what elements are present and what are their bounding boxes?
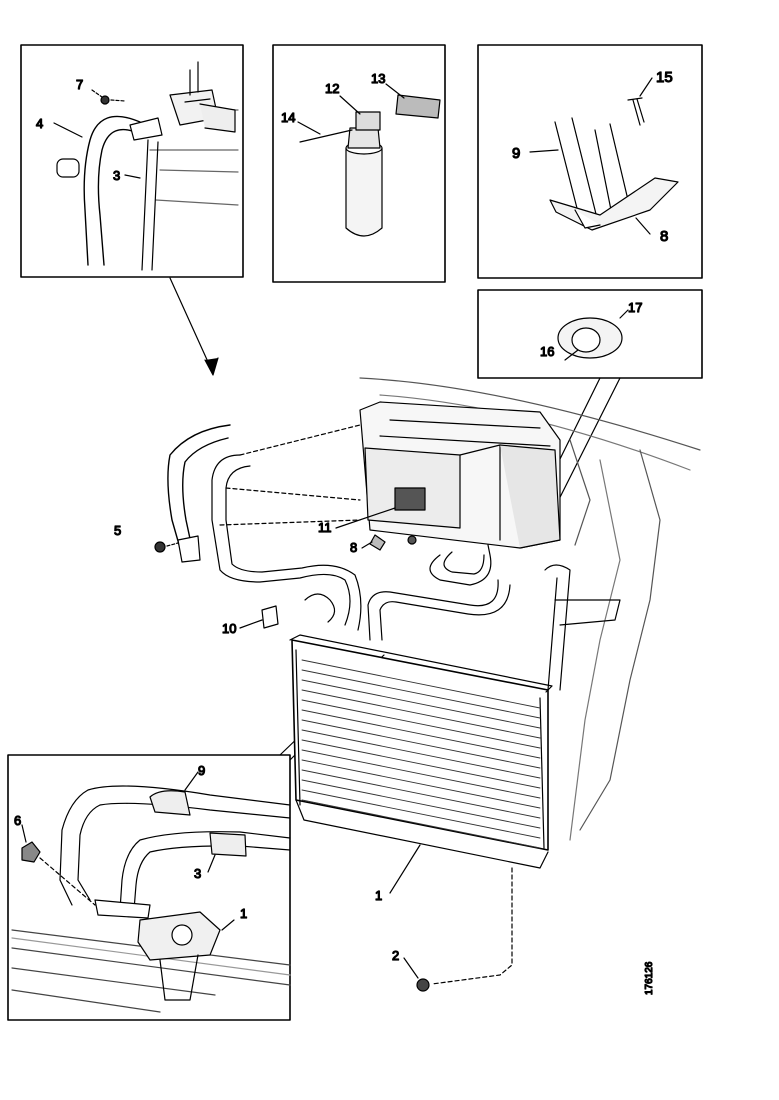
condenser-fin: [301, 769, 541, 819]
callout-10: 10: [222, 621, 236, 636]
leader-8-main: [361, 541, 373, 549]
callout-14: 14: [281, 110, 295, 125]
callout-3-inset: 3: [194, 866, 201, 881]
callout-4: 4: [36, 116, 43, 131]
condenser-fin: [301, 689, 541, 739]
callout-13: 13: [371, 71, 385, 86]
leader-11: [335, 507, 396, 529]
callout-2: 2: [392, 948, 399, 963]
callout-5: 5: [114, 523, 121, 538]
inset-frame-receiver-drier: [272, 44, 446, 283]
callout-7: 7: [76, 77, 83, 92]
condenser-fin: [301, 739, 541, 789]
callout-12: 12: [325, 81, 339, 96]
inset-frame-bracket: [477, 44, 703, 279]
condenser-fin: [301, 659, 541, 709]
callout-11: 11: [318, 520, 332, 535]
condenser-fin: [301, 759, 541, 809]
inset-frame-hose-fitting: [20, 44, 244, 278]
condenser-fin: [301, 679, 541, 729]
callout-6: 6: [14, 813, 21, 828]
condenser-fin: [301, 709, 541, 759]
condenser-fins: [301, 659, 541, 849]
condenser-fin: [301, 789, 541, 839]
condenser-fin: [301, 779, 541, 829]
main-assembly: [154, 377, 701, 869]
condenser-fin: [301, 719, 541, 769]
condenser-fin: [301, 669, 541, 719]
callout-1-main: 1: [375, 888, 382, 903]
callout-17: 17: [628, 300, 642, 315]
condenser-fin: [301, 799, 541, 849]
callout-15: 15: [656, 69, 673, 86]
callout-8-top: 8: [660, 228, 668, 245]
callout-3-top: 3: [113, 168, 120, 183]
pointer-arrow: [169, 277, 219, 376]
leader-1-main: [389, 844, 421, 894]
condenser-fin: [301, 749, 541, 799]
condenser-fin: [301, 699, 541, 749]
condenser-fin: [301, 729, 541, 779]
callout-9-top: 9: [512, 145, 520, 162]
callout-16: 16: [540, 344, 554, 359]
inset-frame-condenser-fitting: [7, 754, 291, 1021]
callout-9-inset: 9: [198, 763, 205, 778]
leader-10: [239, 619, 263, 629]
inset-frame-grommet: [477, 289, 703, 379]
callout-1-inset: 1: [240, 906, 247, 921]
callout-8-main: 8: [350, 540, 357, 555]
screw-2: [403, 867, 513, 992]
reference-code: 176126: [644, 961, 655, 995]
